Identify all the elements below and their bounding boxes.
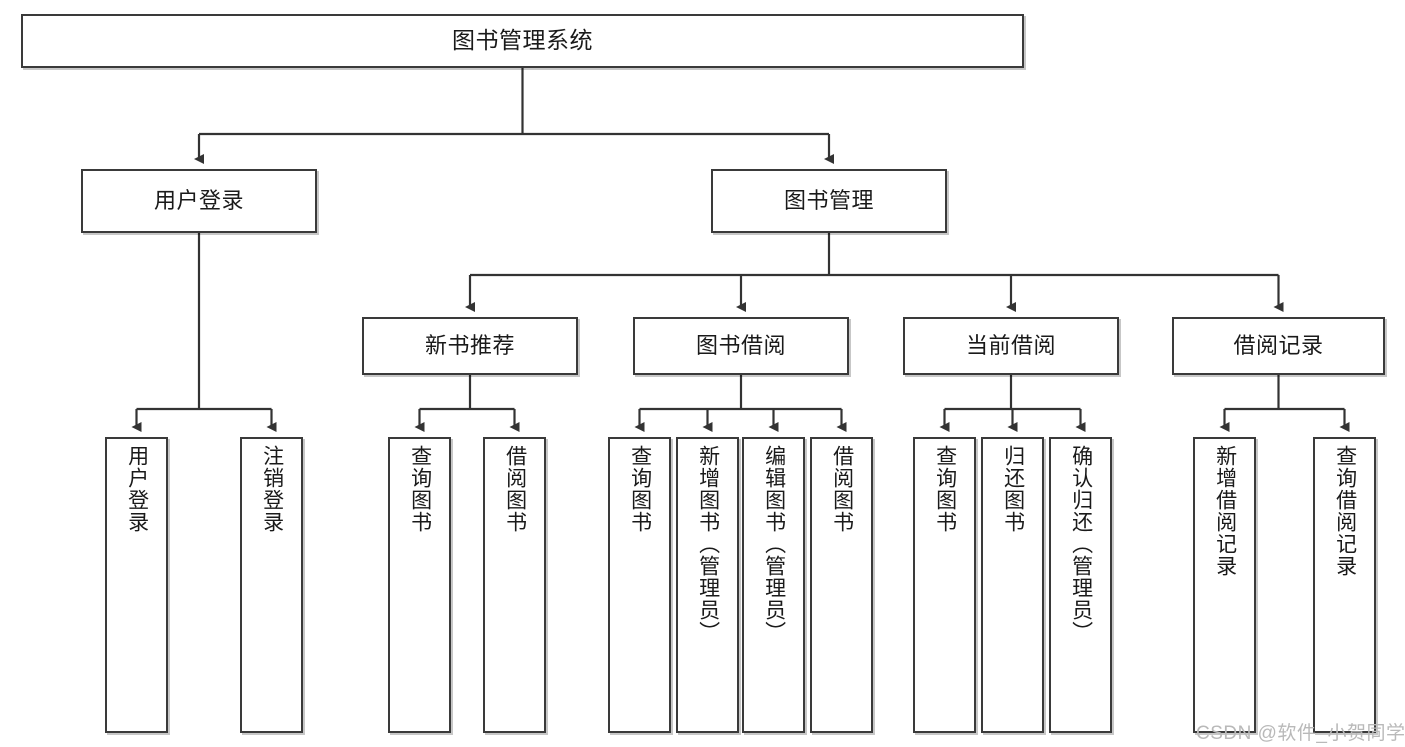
node-leaf-confirm-return[interactable]: 确认归还（管理员）	[1049, 437, 1112, 733]
node-leaf-logout[interactable]: 注销登录	[240, 437, 303, 733]
node-new-book-recommend[interactable]: 新书推荐	[362, 317, 578, 375]
node-label: 查询图书	[408, 445, 432, 533]
node-leaf-add-book[interactable]: 新增图书（管理员）	[676, 437, 739, 733]
node-leaf-query-book-3[interactable]: 查询图书	[913, 437, 976, 733]
node-label: 借阅图书	[503, 445, 527, 533]
node-label: 借阅记录	[1233, 332, 1324, 358]
node-label: 图书借阅	[695, 332, 786, 358]
node-label: 新书推荐	[424, 332, 515, 358]
node-label: 确认归还（管理员）	[1069, 445, 1093, 643]
node-label: 编辑图书（管理员）	[762, 445, 786, 643]
node-leaf-query-book-2[interactable]: 查询图书	[608, 437, 671, 733]
node-borrow-record[interactable]: 借阅记录	[1172, 317, 1385, 375]
node-leaf-add-record[interactable]: 新增借阅记录	[1193, 437, 1256, 733]
node-leaf-query-book-1[interactable]: 查询图书	[388, 437, 451, 733]
node-label: 新增图书（管理员）	[696, 445, 720, 643]
node-label: 查询图书	[933, 445, 957, 533]
node-user-login[interactable]: 用户登录	[81, 169, 317, 233]
node-label: 图书管理	[783, 187, 874, 213]
node-leaf-user-login[interactable]: 用户登录	[105, 437, 168, 733]
node-label: 查询图书	[628, 445, 652, 533]
node-label: 图书管理系统	[452, 27, 593, 54]
node-leaf-borrow-book-1[interactable]: 借阅图书	[483, 437, 546, 733]
node-current-borrow[interactable]: 当前借阅	[903, 317, 1119, 375]
node-label: 当前借阅	[965, 332, 1056, 358]
node-root[interactable]: 图书管理系统	[21, 14, 1024, 68]
node-leaf-return-book[interactable]: 归还图书	[981, 437, 1044, 733]
node-label: 用户登录	[125, 445, 149, 533]
node-leaf-query-record[interactable]: 查询借阅记录	[1313, 437, 1376, 733]
node-book-manage[interactable]: 图书管理	[711, 169, 947, 233]
node-label: 新增借阅记录	[1213, 445, 1237, 577]
node-book-borrow[interactable]: 图书借阅	[633, 317, 849, 375]
node-label: 查询借阅记录	[1333, 445, 1357, 577]
node-label: 注销登录	[260, 445, 284, 533]
node-label: 用户登录	[153, 187, 244, 213]
node-leaf-edit-book[interactable]: 编辑图书（管理员）	[742, 437, 805, 733]
node-leaf-borrow-book-2[interactable]: 借阅图书	[810, 437, 873, 733]
node-label: 归还图书	[1001, 445, 1025, 533]
node-label: 借阅图书	[830, 445, 854, 533]
